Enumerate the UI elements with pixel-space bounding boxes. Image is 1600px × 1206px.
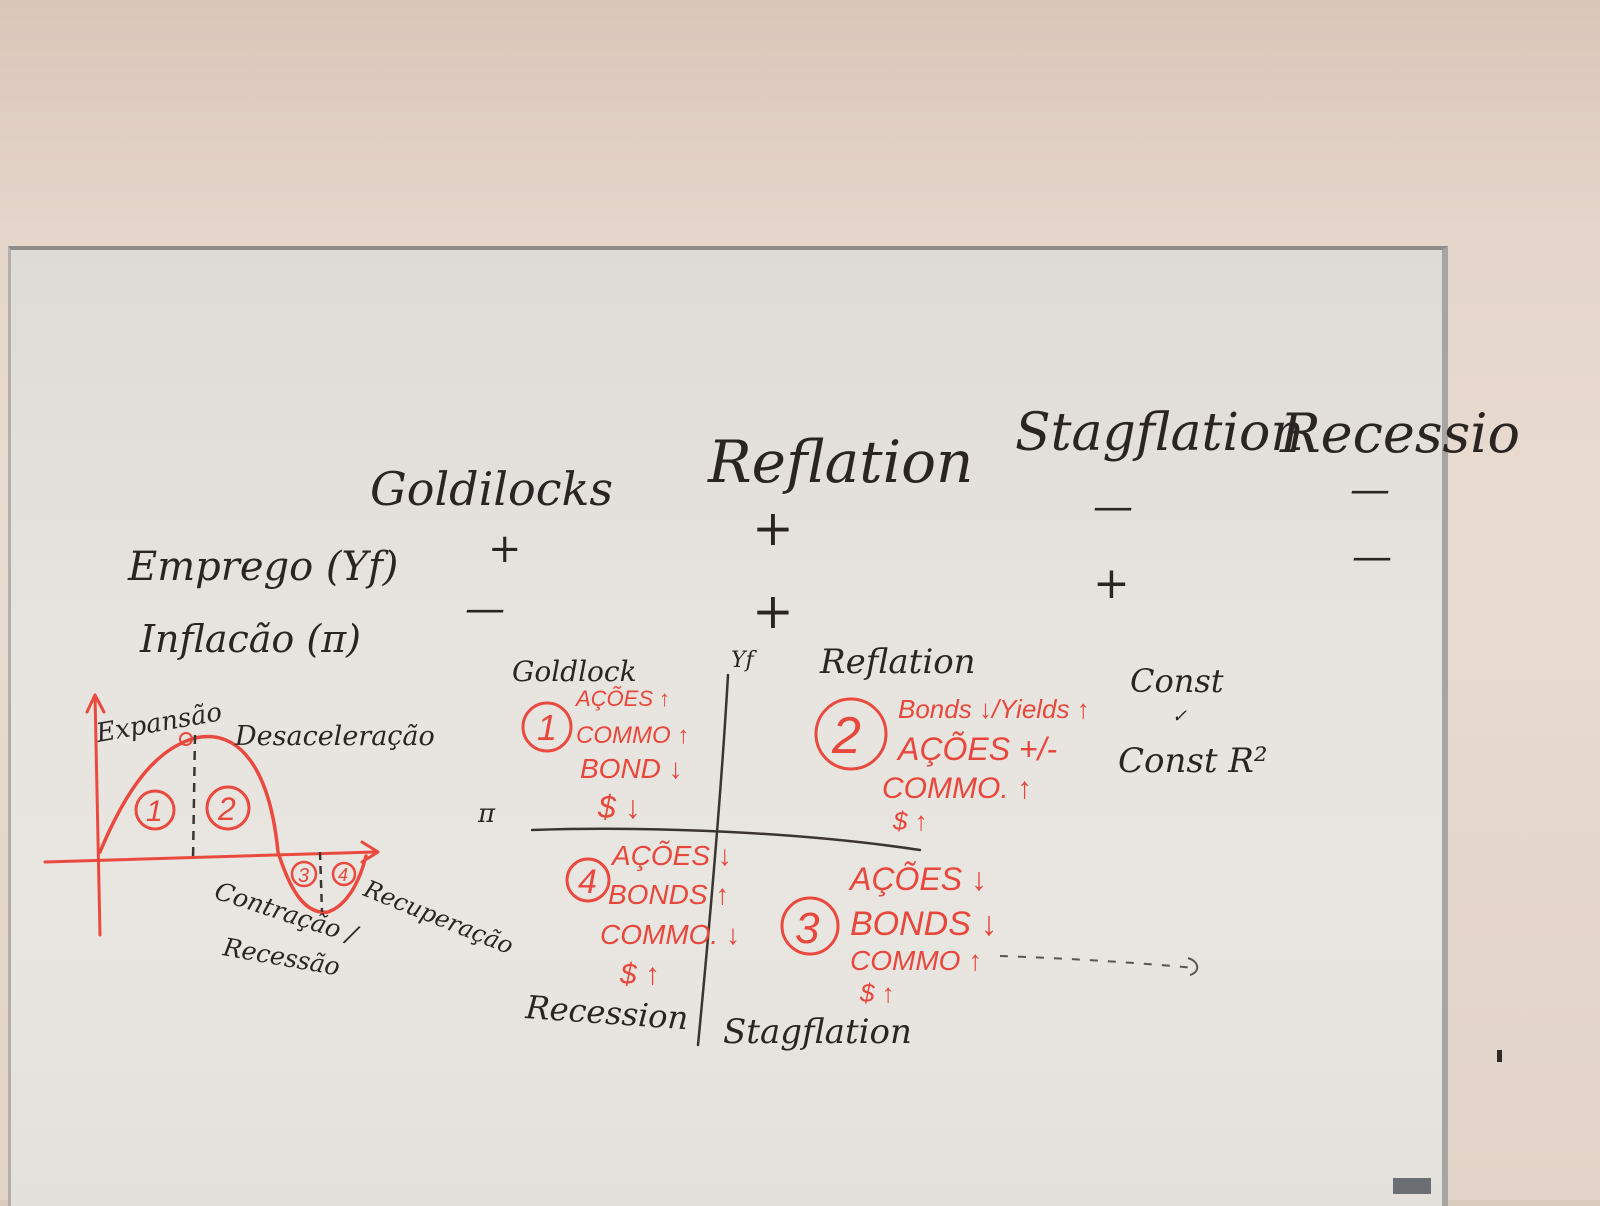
cycle-label-deceleration: Desaceleração [234, 721, 435, 752]
cycle-label-expansion: Expansão [93, 697, 224, 749]
quadrant1-line-2: COMMO ↑ [576, 722, 689, 749]
quadrant1-line-3: BOND ↓ [580, 753, 683, 784]
quadrant-x-label: π [477, 799, 496, 829]
quadrant3-line-4: $ ↑ [859, 978, 895, 1008]
whiteboard [8, 246, 1448, 1206]
faint-mark-end [1187, 957, 1199, 976]
quadrant1-number: 1 [537, 707, 557, 748]
cycle-phase3-circle [290, 860, 318, 888]
note-const-r2: Const R² [1118, 741, 1268, 781]
quadrant-horizontal-axis [530, 827, 922, 852]
cycle-x-arrowhead [360, 840, 380, 864]
quadrant4-line-2: BONDS ↑ [608, 879, 729, 910]
quadrant1-line-1: AÇÕES ↑ [574, 686, 670, 711]
quadrant4-line-4: $ ↑ [619, 958, 660, 991]
cycle-sketch: 1 2 3 4 Expansão Desaceleração Contração… [43, 693, 518, 981]
cycle-phase4-number: 4 [338, 865, 348, 885]
cycle-phase2-number: 2 [217, 791, 236, 827]
quadrant3-line-1: AÇÕES ↓ [848, 861, 987, 897]
quadrant2-title: Reflation [819, 642, 976, 682]
quadrant2-line-2: AÇÕES +/- [896, 731, 1057, 767]
note-const: Const [1130, 662, 1224, 700]
quadrant2-line-4: $ ↑ [892, 806, 928, 836]
sign-goldilocks-employment: + [488, 526, 522, 572]
cycle-divider-peak [191, 734, 197, 861]
quadrant4-number-circle [565, 857, 611, 903]
quadrant3-number-circle [780, 896, 840, 956]
cycle-peak-marker [179, 732, 193, 746]
header-recession: Recessio [1279, 402, 1520, 465]
quadrant-chart: Yf π Goldlock Reflation Recession Stagfl… [477, 642, 1090, 1052]
quadrant1-title: Goldlock [512, 655, 637, 688]
cycle-phase2-circle [205, 785, 251, 831]
quadrant2-line-1: Bonds ↓/Yields ↑ [898, 694, 1090, 724]
header-stagflation: Stagflation [1015, 403, 1304, 463]
cycle-y-arrowhead [85, 693, 106, 714]
sign-recession-employment: — [1350, 467, 1390, 513]
quadrant1-line-4: $ ↓ [597, 789, 641, 825]
quadrant-y-label: Yf [731, 648, 758, 673]
sign-stagflation-inflation: + [1093, 558, 1130, 609]
sign-goldilocks-inflation: — [465, 586, 505, 632]
quadrant4-line-3: COMMO. ↓ [600, 919, 740, 950]
cycle-curve [98, 734, 368, 914]
quadrant2-number: 2 [831, 707, 861, 765]
cycle-y-axis [93, 693, 102, 937]
sign-recession-inflation: — [1352, 534, 1392, 580]
cycle-label-recovery: Recuperação [359, 874, 518, 960]
cycle-phase4-circle [331, 861, 357, 887]
wall-mark [1497, 1050, 1502, 1062]
faint-dashed-mark [999, 955, 1196, 969]
row-employment: Emprego (Yf) [127, 544, 398, 590]
note-check: ✓ [1172, 706, 1187, 727]
quadrant4-line-1: AÇÕES ↓ [610, 840, 732, 871]
quadrant4-title: Recession [523, 988, 689, 1037]
cycle-phase1-circle [134, 789, 176, 831]
row-inflation: Inflacão (π) [139, 617, 361, 661]
sign-reflation-employment: + [752, 499, 794, 557]
sign-stagflation-employment: — [1093, 484, 1133, 530]
quadrant3-line-2: BONDS ↓ [850, 905, 997, 943]
quadrant2-line-3: COMMO. ↑ [882, 772, 1032, 805]
cycle-x-axis [43, 850, 377, 864]
quadrant3-title: Stagflation [723, 1012, 912, 1052]
quadrant2-number-circle [814, 697, 888, 771]
quadrant1-number-circle [521, 701, 573, 753]
cycle-phase1-number: 1 [146, 795, 163, 828]
board-brand-logo [1393, 1178, 1431, 1194]
cycle-divider-trough [318, 851, 324, 913]
header-reflation: Reflation [707, 428, 973, 496]
cycle-phase3-number: 3 [298, 865, 309, 887]
quadrant4-number: 4 [578, 863, 597, 901]
sign-reflation-inflation: + [752, 582, 794, 640]
quadrant3-number: 3 [795, 904, 820, 953]
quadrant3-line-3: COMMO ↑ [850, 945, 982, 976]
header-goldilocks: Goldilocks [370, 462, 613, 516]
quadrant-vertical-axis [696, 673, 730, 1047]
